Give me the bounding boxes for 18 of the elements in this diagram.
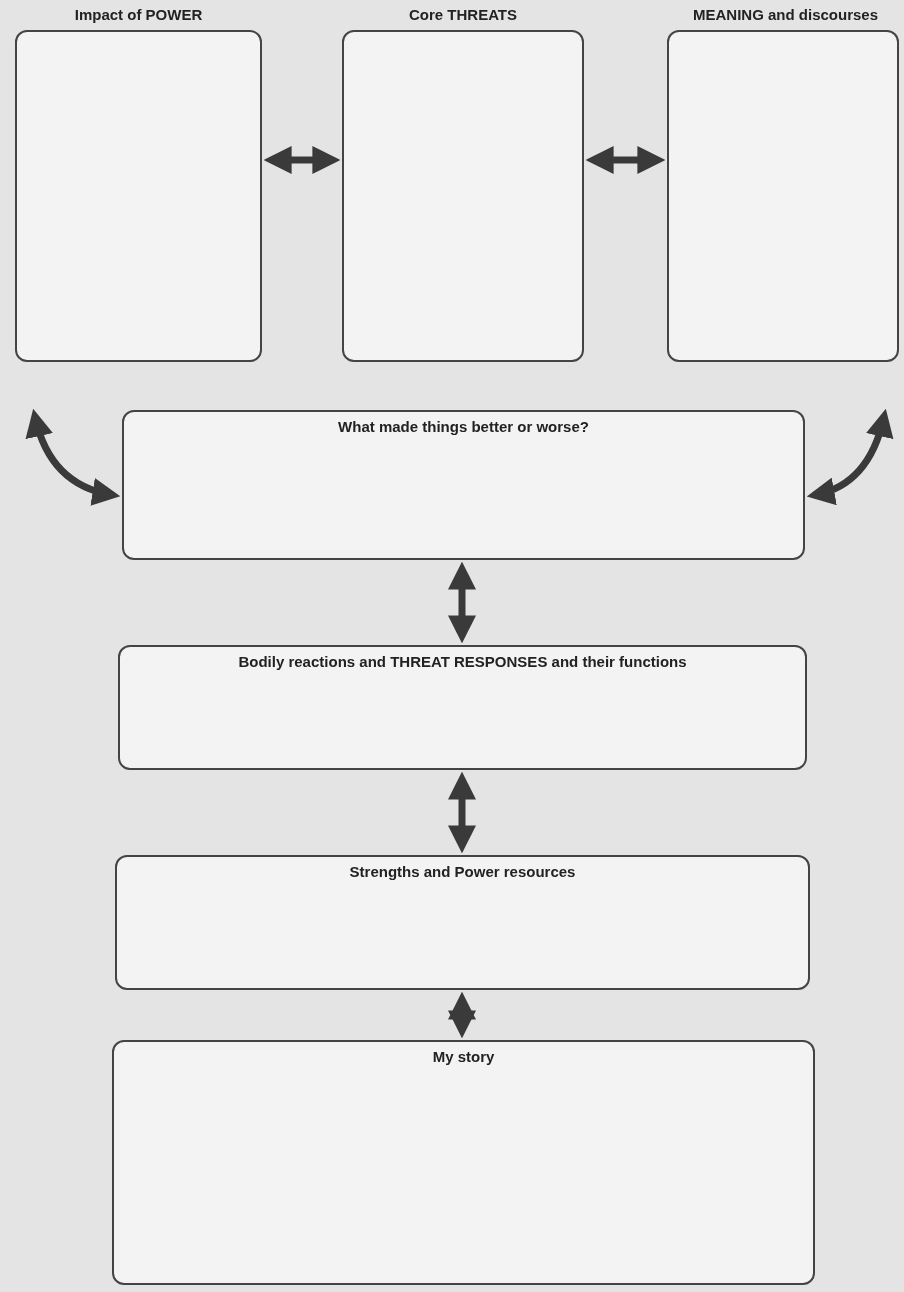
writing-box — [118, 645, 807, 770]
writing-box — [112, 1040, 815, 1285]
double-arrow — [26, 408, 121, 505]
double-arrow — [585, 146, 666, 174]
writing-box — [115, 855, 810, 990]
box-heading: Core THREATS — [408, 5, 518, 25]
writing-box — [122, 410, 805, 560]
double-arrow — [806, 408, 893, 505]
double-arrow — [448, 991, 476, 1039]
box-heading: Impact of POWER — [74, 5, 203, 25]
box-heading: Bodily reactions and THREAT RESPONSES and their functions — [238, 652, 687, 672]
box-heading: What made things better or worse? — [338, 417, 589, 437]
double-arrow — [448, 561, 476, 644]
box-heading: My story — [432, 1047, 495, 1067]
box-heading: MEANING and discourses — [692, 5, 878, 25]
double-arrow — [448, 771, 476, 854]
box-heading: Strengths and Power resources — [349, 862, 576, 882]
double-arrow — [263, 146, 341, 174]
